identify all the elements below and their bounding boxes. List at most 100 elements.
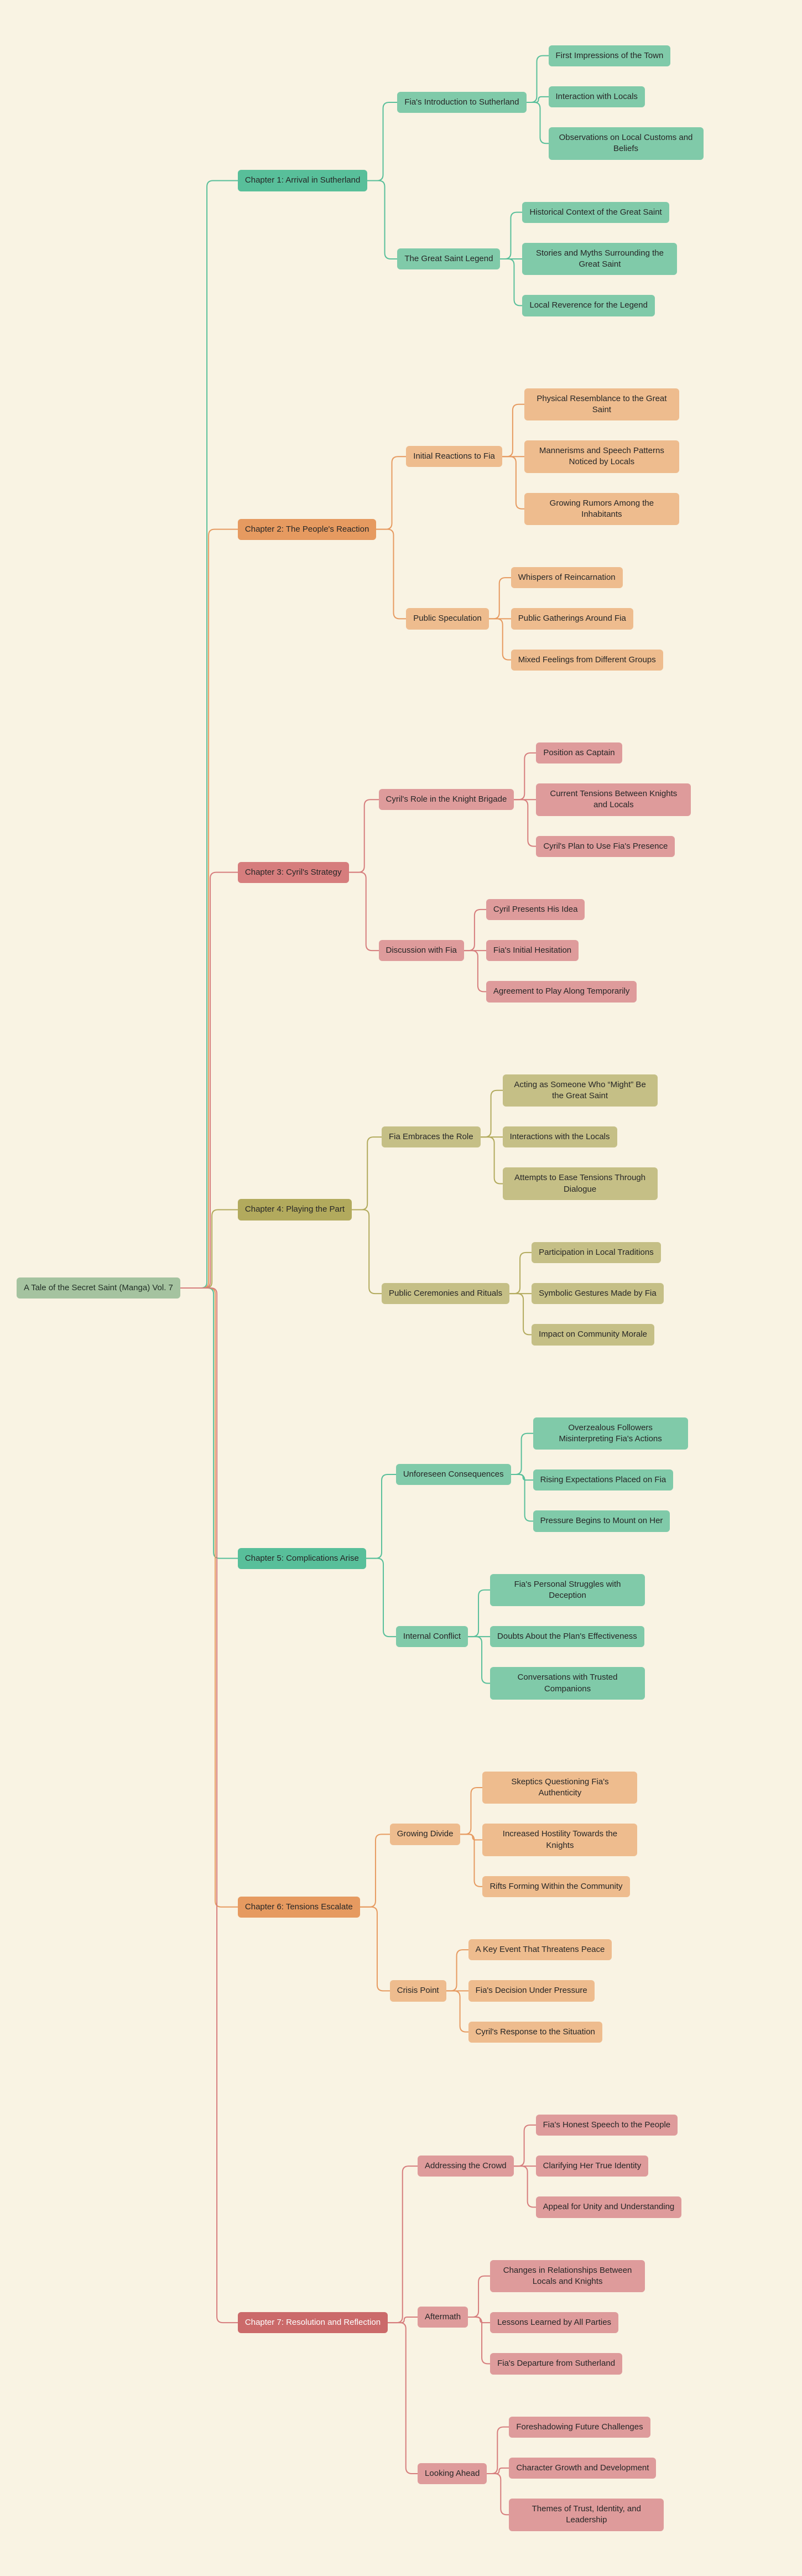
topic-node[interactable]: Initial Reactions to Fia xyxy=(406,446,502,468)
topic-node[interactable]: Fia's Introduction to Sutherland xyxy=(397,91,527,113)
detail-node[interactable]: Agreement to Play Along Temporarily xyxy=(486,981,637,1003)
branch-row: The Great Saint Legend Historical Context… xyxy=(397,201,678,316)
branch-row: Chapter 1: Arrival in Sutherland Fia's In… xyxy=(237,45,704,316)
detail-node[interactable]: Doubts About the Plan's Effectiveness xyxy=(490,1626,644,1648)
detail-node[interactable]: Changes in Relationships Between Locals … xyxy=(490,2260,645,2292)
detail-node[interactable]: Historical Context of the Great Saint xyxy=(522,201,669,223)
branch-row: Changes in Relationships Between Locals … xyxy=(490,2260,645,2292)
detail-node[interactable]: Fia's Decision Under Pressure xyxy=(468,1980,595,2002)
branch-row: Lessons Learned by All Parties xyxy=(490,2312,619,2334)
detail-node[interactable]: Mannerisms and Speech Patterns Noticed b… xyxy=(524,440,679,473)
detail-node[interactable]: Fia's Initial Hesitation xyxy=(486,940,579,962)
branch-row: Fia's Introduction to Sutherland First Im… xyxy=(397,45,704,160)
detail-node[interactable]: Themes of Trust, Identity, and Leadershi… xyxy=(509,2499,664,2531)
topic-node[interactable]: Aftermath xyxy=(418,2306,468,2328)
branch-row: Initial Reactions to Fia Physical Resembl… xyxy=(406,388,679,525)
topic-node[interactable]: Public Ceremonies and Rituals xyxy=(382,1283,510,1305)
chapter-node[interactable]: Chapter 4: Playing the Part xyxy=(237,1199,352,1221)
chapter-node[interactable]: Chapter 1: Arrival in Sutherland xyxy=(237,170,368,191)
detail-node[interactable]: Cyril's Response to the Situation xyxy=(468,2021,602,2043)
chapter-node[interactable]: Chapter 3: Cyril's Strategy xyxy=(237,861,349,883)
detail-node[interactable]: Stories and Myths Surrounding the Great … xyxy=(522,242,678,276)
detail-node[interactable]: Mixed Feelings from Different Groups xyxy=(511,649,663,671)
detail-node[interactable]: Appeal for Unity and Understanding xyxy=(535,2196,682,2218)
topic-node[interactable]: Growing Divide xyxy=(389,1824,461,1845)
branch-row: Growing Rumors Among the Inhabitants xyxy=(524,492,679,525)
detail-node[interactable]: Overzealous Followers Misinterpreting Fi… xyxy=(533,1417,688,1450)
detail-node[interactable]: Position as Captain xyxy=(536,742,622,764)
branch-row: Cyril's Response to the Situation xyxy=(468,2021,602,2043)
branch-row: Symbolic Gestures Made by Fia xyxy=(532,1283,664,1305)
detail-node[interactable]: Cyril's Plan to Use Fia's Presence xyxy=(536,835,675,857)
detail-node[interactable]: Attempts to Ease Tensions Through Dialog… xyxy=(502,1167,658,1200)
topic-node[interactable]: Addressing the Crowd xyxy=(418,2156,514,2177)
topic-node[interactable]: The Great Saint Legend xyxy=(397,248,501,270)
chapter-node[interactable]: Chapter 2: The People's Reaction xyxy=(237,518,377,540)
detail-node[interactable]: Whispers of Reincarnation xyxy=(511,567,623,589)
topic-node[interactable]: Fia Embraces the Role xyxy=(382,1126,481,1148)
chapter-node[interactable]: Chapter 7: Resolution and Reflection xyxy=(237,2312,388,2334)
detail-node[interactable]: First Impressions of the Town xyxy=(548,45,671,66)
topic-node[interactable]: Internal Conflict xyxy=(395,1626,468,1648)
detail-node[interactable]: Pressure Begins to Mount on Her xyxy=(533,1510,670,1532)
branch-row: Chapter 3: Cyril's Strategy Cyril's Role … xyxy=(237,742,691,1003)
detail-node[interactable]: Growing Rumors Among the Inhabitants xyxy=(524,492,679,525)
branch-row: Chapter 5: Complications Arise Unforeseen… xyxy=(237,1417,688,1700)
detail-node[interactable]: Conversations with Trusted Companions xyxy=(490,1667,645,1700)
detail-node[interactable]: Public Gatherings Around Fia xyxy=(511,608,633,630)
branch-row: Interactions with the Locals xyxy=(502,1126,617,1148)
detail-node[interactable]: Local Reverence for the Legend xyxy=(522,295,655,316)
branch-row: Mixed Feelings from Different Groups xyxy=(511,649,663,671)
detail-node[interactable]: Symbolic Gestures Made by Fia xyxy=(532,1283,664,1305)
children-group: Growing Divide Skeptics Questioning Fia's… xyxy=(389,1771,638,2043)
detail-node[interactable]: Interaction with Locals xyxy=(548,86,645,107)
branch-row: Character Growth and Development xyxy=(509,2457,657,2479)
detail-node[interactable]: Rifts Forming Within the Community xyxy=(482,1876,630,1897)
topic-node[interactable]: Public Speculation xyxy=(406,608,489,630)
detail-node[interactable]: Rising Expectations Placed on Fia xyxy=(533,1469,674,1491)
branch-row: A Key Event That Threatens Peace xyxy=(468,1939,612,1961)
detail-node[interactable]: Clarifying Her True Identity xyxy=(535,2156,649,2177)
topic-node[interactable]: Cyril's Role in the Knight Brigade xyxy=(378,789,514,811)
detail-node[interactable]: Cyril Presents His Idea xyxy=(486,899,585,920)
branch-row: Unforeseen Consequences Overzealous Follo… xyxy=(395,1417,688,1532)
topic-node[interactable]: Looking Ahead xyxy=(418,2463,487,2485)
children-group: Fia Embraces the Role Acting as Someone W… xyxy=(382,1074,664,1346)
branch-row: Physical Resemblance to the Great Saint xyxy=(524,388,679,420)
chapter-node[interactable]: Chapter 6: Tensions Escalate xyxy=(237,1896,360,1918)
branch-row: First Impressions of the Town xyxy=(548,45,671,66)
topic-node[interactable]: Crisis Point xyxy=(389,1980,446,2002)
detail-node[interactable]: Impact on Community Morale xyxy=(532,1324,655,1346)
branch-row: Chapter 4: Playing the Part Fia Embraces … xyxy=(237,1074,664,1346)
detail-node[interactable]: Character Growth and Development xyxy=(509,2457,657,2479)
detail-node[interactable]: Foreshadowing Future Challenges xyxy=(509,2416,650,2438)
detail-node[interactable]: Increased Hostility Towards the Knights xyxy=(482,1824,638,1856)
chapter-node[interactable]: Chapter 5: Complications Arise xyxy=(237,1547,366,1569)
detail-node[interactable]: Participation in Local Traditions xyxy=(532,1242,661,1263)
branch-row: Attempts to Ease Tensions Through Dialog… xyxy=(502,1167,658,1200)
detail-node[interactable]: Fia's Departure from Sutherland xyxy=(490,2353,623,2375)
branch-row: Chapter 7: Resolution and Reflection Addr… xyxy=(237,2114,682,2531)
topic-node[interactable]: Discussion with Fia xyxy=(378,940,464,962)
detail-node[interactable]: Interactions with the Locals xyxy=(502,1126,617,1148)
topic-node[interactable]: Unforeseen Consequences xyxy=(395,1463,511,1486)
detail-node[interactable]: Current Tensions Between Knights and Loc… xyxy=(536,783,691,816)
detail-node[interactable]: Acting as Someone Who “Might” Be the Gre… xyxy=(502,1074,658,1107)
branch-row: Rising Expectations Placed on Fia xyxy=(533,1469,674,1491)
detail-node[interactable]: Physical Resemblance to the Great Saint xyxy=(524,388,679,420)
detail-node[interactable]: Skeptics Questioning Fia's Authenticity xyxy=(482,1771,638,1804)
children-group: Addressing the Crowd Fia's Honest Speech … xyxy=(418,2114,682,2531)
detail-node[interactable]: Observations on Local Customs and Belief… xyxy=(548,127,704,160)
detail-node[interactable]: Fia's Personal Struggles with Deception xyxy=(490,1573,645,1606)
detail-node[interactable]: A Key Event That Threatens Peace xyxy=(468,1939,612,1961)
root-node[interactable]: A Tale of the Secret Saint (Manga) Vol. … xyxy=(17,1277,180,1299)
children-group: Fia's Introduction to Sutherland First Im… xyxy=(397,45,704,316)
detail-node[interactable]: Fia's Honest Speech to the People xyxy=(535,2114,678,2136)
detail-node[interactable]: Lessons Learned by All Parties xyxy=(490,2312,619,2334)
